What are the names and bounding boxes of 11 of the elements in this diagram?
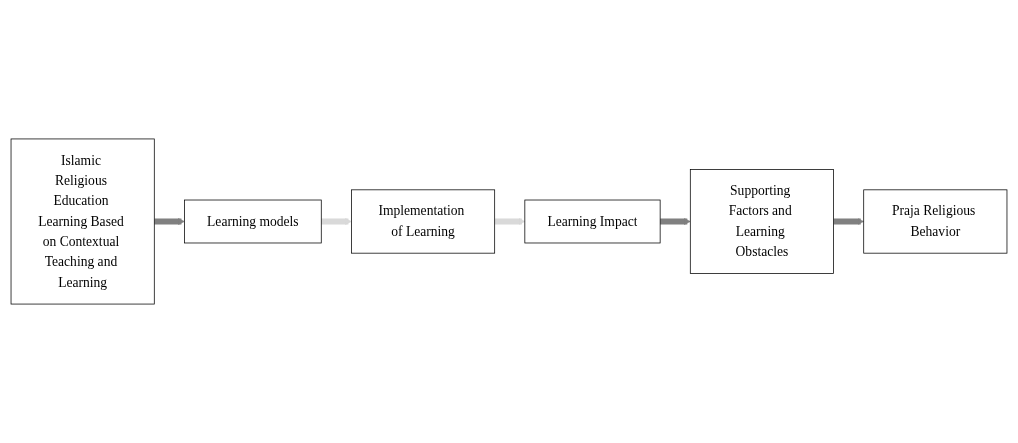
node-box: Supporting Factors and Learning Obstacles — [689, 169, 834, 274]
node-box: Learning models — [184, 199, 322, 244]
arrow — [659, 218, 691, 225]
arrow — [320, 218, 352, 225]
arrow — [833, 218, 864, 225]
node-box: Islamic Religious Education Learning Based on Contextual Teaching and Learning — [10, 138, 155, 305]
arrow — [494, 218, 526, 225]
node-box: Learning Impact — [524, 199, 661, 244]
node-box: Praja Religious Behavior — [863, 189, 1008, 254]
arrow — [153, 218, 185, 225]
node-box: Implementation of Learning — [351, 189, 496, 254]
